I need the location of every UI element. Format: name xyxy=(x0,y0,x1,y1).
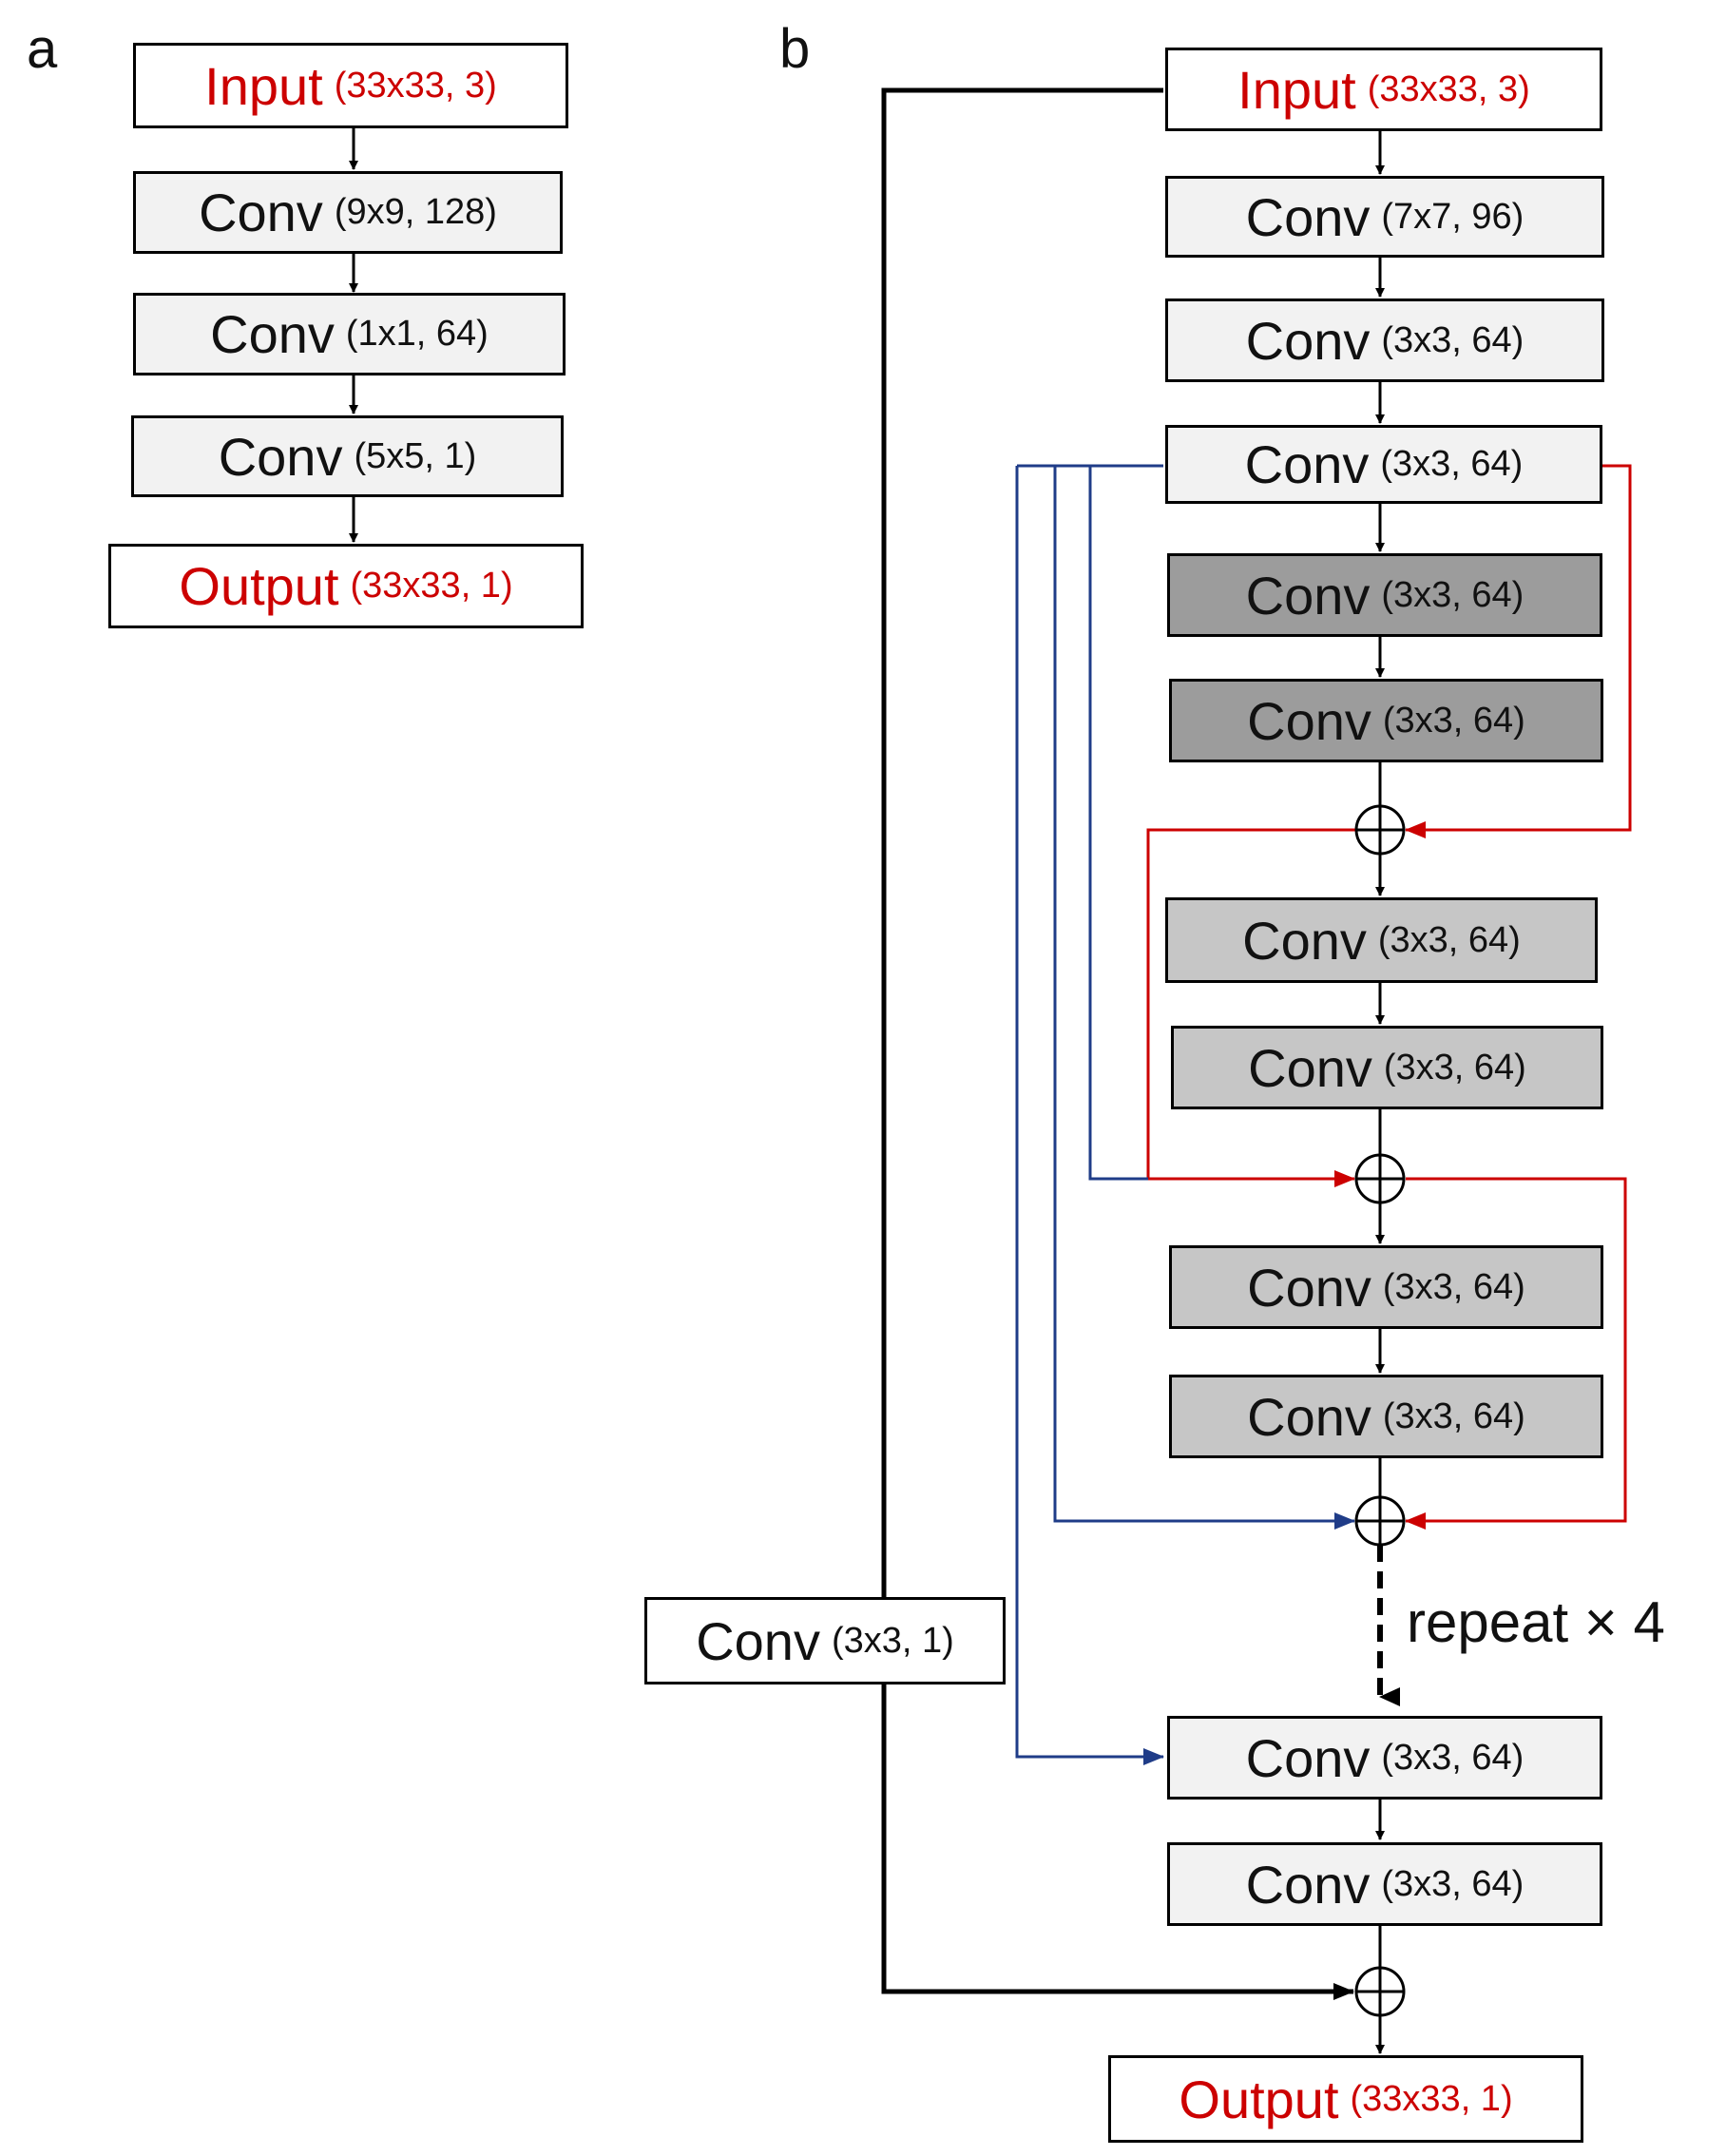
panel-b-conv-block-3: Conv(3x3, 64) xyxy=(1165,425,1602,504)
block-param: (3x3, 64) xyxy=(1381,1863,1525,1904)
sum-node-1 xyxy=(1354,804,1406,856)
block-name: Conv xyxy=(1247,1257,1371,1318)
block-name: Conv xyxy=(1245,310,1371,371)
block-param: (7x7, 96) xyxy=(1381,196,1525,237)
block-name: Output xyxy=(179,556,339,616)
block-name: Conv xyxy=(218,426,343,487)
panel-a-label: a xyxy=(27,18,58,80)
panel-a-input-block: Input (33x33, 3) xyxy=(133,43,568,128)
sum-node-2 xyxy=(1354,1153,1406,1204)
block-param: (3x3, 64) xyxy=(1377,919,1521,960)
block-name: Conv xyxy=(210,304,335,364)
block-name: Input xyxy=(1237,59,1356,120)
block-name: Conv xyxy=(1248,1037,1372,1098)
block-param: (3x3, 64) xyxy=(1382,1396,1525,1436)
block-param: (1x1, 64) xyxy=(345,314,489,354)
block-name: Conv xyxy=(1247,690,1371,751)
panel-b-conv-block-5: Conv(3x3, 64) xyxy=(1167,1842,1602,1926)
block-param: (9x9, 128) xyxy=(334,192,497,232)
block-param: (3x3, 64) xyxy=(1381,574,1525,615)
red-residual-connections xyxy=(1146,464,1632,1530)
block-name: Conv xyxy=(1244,434,1370,494)
global-skip-connection xyxy=(881,87,1354,2000)
block-param: (3x3, 64) xyxy=(1382,700,1525,741)
sum-node-3 xyxy=(1354,1495,1406,1547)
block-name: Conv xyxy=(1245,186,1371,247)
panel-b-residual-conv-3b: Conv (3x3, 64) xyxy=(1169,1375,1603,1458)
block-param: (33x33, 1) xyxy=(350,566,513,606)
panel-b-residual-conv-3a: Conv (3x3, 64) xyxy=(1169,1245,1603,1329)
panel-b-residual-conv-2a: Conv(3x3, 64) xyxy=(1165,897,1598,983)
block-name: Conv xyxy=(199,183,323,242)
panel-a-conv-block-2: Conv(1x1, 64) xyxy=(133,293,566,375)
block-param: (3x3, 64) xyxy=(1380,444,1524,484)
block-param: (5x5, 1) xyxy=(354,435,477,476)
block-name: Output xyxy=(1179,2069,1339,2129)
block-name: Conv xyxy=(1247,1386,1371,1447)
blue-dense-connections xyxy=(1015,464,1355,1765)
panel-b-conv-block-1: Conv(7x7, 96) xyxy=(1165,176,1604,258)
block-name: Conv xyxy=(1245,1854,1371,1915)
block-name: Input xyxy=(204,55,323,116)
panel-b-input-block: Input (33x33, 3) xyxy=(1165,48,1602,131)
panel-b-output-block: Output (33x33, 1) xyxy=(1108,2055,1583,2143)
block-param: (33x33, 3) xyxy=(1367,68,1530,109)
block-param: (33x33, 1) xyxy=(1350,2078,1513,2119)
block-param: (33x33, 3) xyxy=(334,65,497,106)
panel-b-global-conv-block: Conv (3x3, 1) xyxy=(644,1597,1006,1684)
panel-b-conv-block-4: Conv(3x3, 64) xyxy=(1167,1716,1602,1800)
panel-b-residual-conv-1b: Conv (3x3, 64) xyxy=(1169,679,1603,762)
panel-b-residual-conv-2b: Conv (3x3, 64) xyxy=(1171,1026,1603,1109)
block-param: (3x3, 64) xyxy=(1381,319,1525,360)
panel-a-conv-block-3: Conv (5x5, 1) xyxy=(131,415,564,497)
panel-b-label: b xyxy=(779,18,811,80)
panel-b-residual-conv-1a: Conv(3x3, 64) xyxy=(1167,553,1602,637)
sum-node-final xyxy=(1354,1966,1406,2017)
block-param: (3x3, 64) xyxy=(1383,1047,1526,1088)
block-name: Conv xyxy=(696,1610,820,1671)
panel-a-conv-block-1: Conv (9x9, 128) xyxy=(133,171,563,254)
panel-a-output-block: Output (33x33, 1) xyxy=(108,544,584,628)
block-param: (3x3, 1) xyxy=(831,1620,954,1661)
block-name: Conv xyxy=(1245,565,1371,626)
panel-b-conv-block-2: Conv(3x3, 64) xyxy=(1165,298,1604,382)
block-param: (3x3, 64) xyxy=(1381,1737,1525,1778)
block-name: Conv xyxy=(1242,910,1367,971)
repeat-label: repeat × 4 xyxy=(1407,1590,1665,1654)
block-param: (3x3, 64) xyxy=(1382,1266,1525,1307)
block-name: Conv xyxy=(1245,1727,1371,1788)
